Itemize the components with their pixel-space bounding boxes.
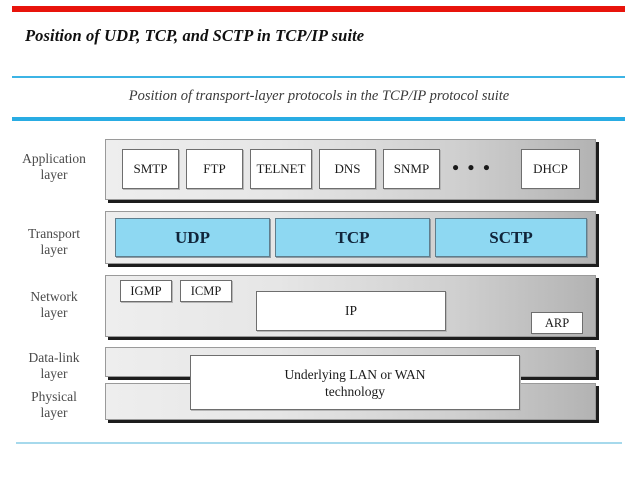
tcpip-stack-diagram: Application layer Transport layer Networ… xyxy=(0,133,638,433)
layer-label-application-line1: Application xyxy=(22,151,86,166)
divider-blue-bottom xyxy=(16,442,622,444)
ellipsis-icon: • • • xyxy=(452,158,492,179)
protocol-box-telnet[interactable]: TELNET xyxy=(250,149,312,189)
protocol-box-arp[interactable]: ARP xyxy=(531,312,583,334)
top-red-rule xyxy=(12,6,625,12)
protocol-box-underlying-lan-wan[interactable]: Underlying LAN or WAN technology xyxy=(190,355,520,410)
protocol-box-igmp[interactable]: IGMP xyxy=(120,280,172,302)
figure-caption: Position of transport-layer protocols in… xyxy=(128,88,510,104)
underlying-line2: technology xyxy=(324,383,385,399)
layer-label-transport-line1: Transport xyxy=(27,226,80,241)
layer-label-transport-line2: layer xyxy=(40,242,68,257)
protocol-box-ip[interactable]: IP xyxy=(256,291,446,331)
layer-label-network-line2: layer xyxy=(40,305,68,320)
protocol-box-snmp[interactable]: SNMP xyxy=(383,149,440,189)
layer-label-datalink: Data-link layer xyxy=(8,350,100,382)
layer-label-network: Network layer xyxy=(8,289,100,321)
protocol-box-sctp[interactable]: SCTP xyxy=(435,218,587,257)
layer-label-physical: Physical layer xyxy=(8,389,100,421)
divider-blue-thin-top xyxy=(12,76,625,78)
protocol-box-dhcp[interactable]: DHCP xyxy=(521,149,580,189)
layer-label-datalink-line2: layer xyxy=(40,366,68,381)
protocol-box-ftp[interactable]: FTP xyxy=(186,149,243,189)
divider-blue-thick xyxy=(12,117,625,121)
layer-label-network-line1: Network xyxy=(30,289,78,304)
layer-label-physical-line2: layer xyxy=(40,405,68,420)
layer-label-physical-line1: Physical xyxy=(31,389,77,404)
protocol-box-icmp[interactable]: ICMP xyxy=(180,280,232,302)
protocol-box-smtp[interactable]: SMTP xyxy=(122,149,179,189)
layer-label-datalink-line1: Data-link xyxy=(28,350,80,365)
layer-label-transport: Transport layer xyxy=(8,226,100,258)
layer-label-application-line2: layer xyxy=(40,167,68,182)
page-title: Position of UDP, TCP, and SCTP in TCP/IP… xyxy=(25,26,365,45)
protocol-box-udp[interactable]: UDP xyxy=(115,218,270,257)
layer-label-application: Application layer xyxy=(8,151,100,183)
protocol-box-tcp[interactable]: TCP xyxy=(275,218,430,257)
protocol-box-dns[interactable]: DNS xyxy=(319,149,376,189)
underlying-line1: Underlying LAN or WAN xyxy=(284,366,426,382)
